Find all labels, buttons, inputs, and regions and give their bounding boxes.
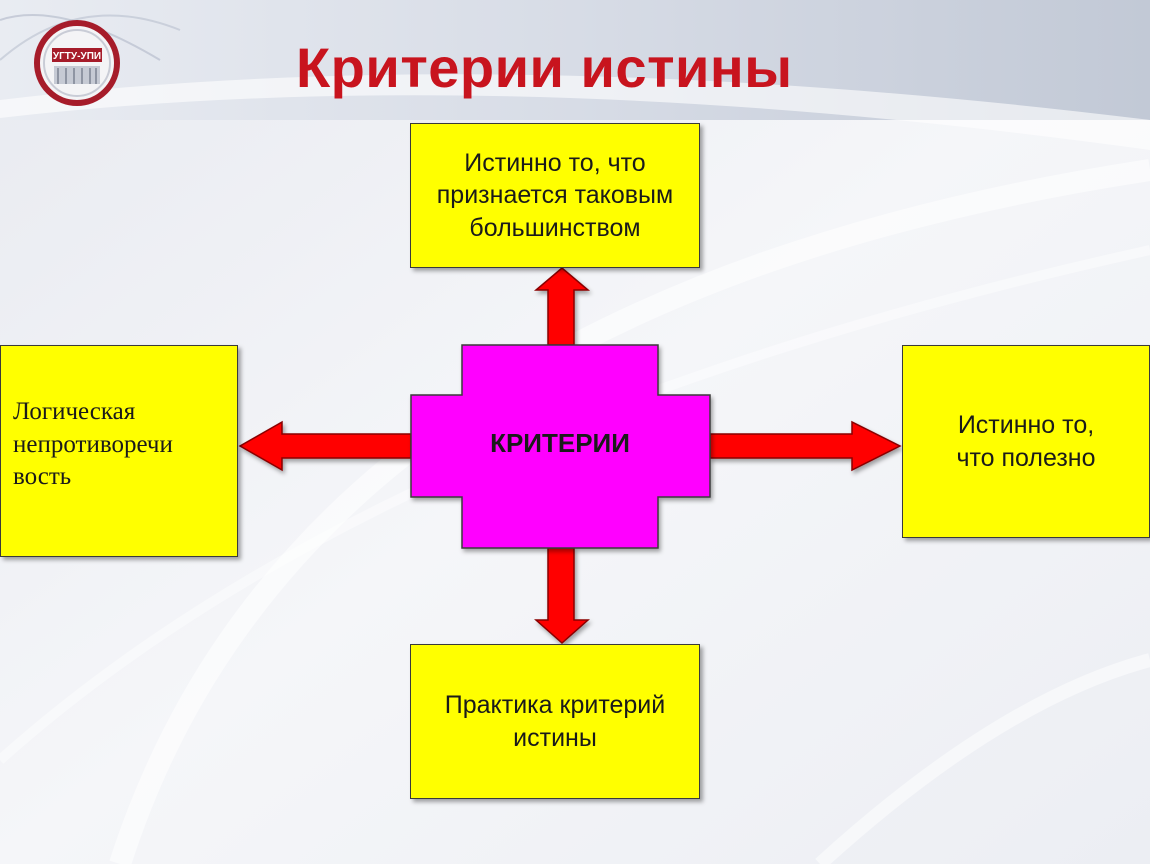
arrow-up	[533, 267, 591, 346]
criterion-box-majority: Истинно то, что признается таковым больш…	[410, 123, 700, 268]
criterion-text-logic: Логическая непротиворечи вость	[13, 398, 173, 490]
arrow-right	[709, 420, 902, 472]
slide-title: Критерии истины	[296, 36, 793, 99]
logo-text: УГТУ-УПИ	[53, 51, 101, 62]
center-shape	[410, 344, 711, 549]
criterion-box-logic: Логическая непротиворечи вость	[0, 345, 238, 557]
criterion-box-practice: Практика критерий истины	[410, 644, 700, 799]
criterion-text-majority: Истинно то, что признается таковым больш…	[436, 148, 674, 242]
arrow-left	[238, 420, 412, 472]
criterion-text-usefulness: Истинно то, что полезно	[956, 411, 1096, 472]
criterion-text-practice: Практика критерий истины	[444, 691, 666, 752]
arrow-down	[534, 547, 590, 645]
center-label: КРИТЕРИИ	[490, 428, 630, 458]
university-logo: УГТУ-УПИ	[34, 20, 120, 106]
criterion-box-usefulness: Истинно то, что полезно	[902, 345, 1150, 538]
